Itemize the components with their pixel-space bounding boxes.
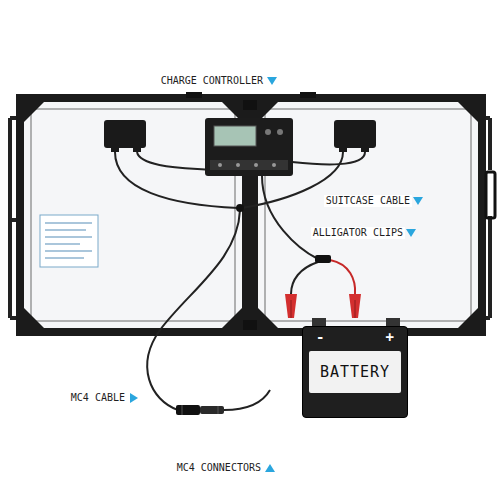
junction-box-part bbox=[111, 146, 119, 152]
cable-part bbox=[224, 390, 270, 410]
handle bbox=[486, 172, 495, 218]
cable-part bbox=[147, 210, 240, 410]
junction-box-part bbox=[339, 146, 347, 152]
mc4-connector bbox=[176, 405, 224, 415]
battery-label: BATTERY bbox=[313, 363, 397, 381]
plate-row: BATTERY bbox=[309, 351, 401, 393]
charge-controller-part bbox=[214, 126, 256, 146]
fuse-holder bbox=[315, 255, 331, 263]
part-label: ALLIGATOR CLIPS bbox=[311, 227, 405, 239]
part-label: MC4 CONNECTORS bbox=[175, 462, 263, 474]
charge-controller-part bbox=[272, 163, 276, 167]
cable-part bbox=[137, 152, 210, 170]
solar-panel-part bbox=[222, 308, 242, 328]
junction-box-part bbox=[104, 120, 146, 148]
cable-part bbox=[292, 152, 365, 164]
alligator-clip-part bbox=[285, 294, 297, 318]
charge-controller-part bbox=[265, 129, 271, 135]
alligator-clip bbox=[285, 294, 361, 318]
part-label: SUITCASE CABLE bbox=[324, 195, 412, 207]
terminals-row: -+ bbox=[303, 327, 407, 345]
hinge-part bbox=[243, 320, 257, 330]
hinge bbox=[186, 92, 316, 330]
charge-controller-part bbox=[236, 163, 240, 167]
battery-box: -+BATTERY bbox=[302, 326, 408, 418]
part-label: CHARGE CONTROLLER bbox=[159, 75, 265, 87]
kickstand-part bbox=[488, 216, 492, 318]
red-wire bbox=[330, 260, 355, 294]
callout-marker-part bbox=[267, 77, 277, 85]
hinge-part bbox=[186, 92, 202, 98]
charge-controller-part bbox=[205, 118, 293, 176]
callout-marker-part bbox=[130, 393, 138, 403]
junction-box-part bbox=[334, 120, 376, 148]
spec-sticker-part bbox=[45, 223, 92, 258]
alligator-clip-part bbox=[291, 300, 292, 318]
charge-controller-part bbox=[218, 163, 222, 167]
junction-box-part bbox=[361, 146, 369, 152]
solar-panel-part bbox=[31, 109, 235, 321]
cable-part bbox=[291, 262, 318, 294]
y-splitter bbox=[236, 204, 244, 212]
alligator-clip-part bbox=[349, 294, 361, 318]
charge-controller-part bbox=[210, 160, 288, 170]
callout-marker-part bbox=[406, 229, 416, 237]
junction-box-part bbox=[133, 146, 141, 152]
terminal-sign: + bbox=[386, 329, 394, 345]
charge-controller-part bbox=[277, 129, 283, 135]
junction-box bbox=[334, 120, 376, 152]
alligator-clip-part bbox=[355, 300, 356, 318]
callout-marker bbox=[130, 77, 423, 472]
kickstand-part bbox=[488, 118, 492, 170]
mc4-connector-part bbox=[182, 405, 218, 415]
hinge-part bbox=[300, 92, 316, 98]
mc4-connector-part bbox=[200, 406, 224, 414]
callout-marker-part bbox=[265, 464, 275, 472]
junction-box bbox=[104, 120, 146, 152]
cable-part bbox=[262, 176, 318, 259]
solar-panel-part bbox=[265, 109, 471, 321]
solar-panel-part bbox=[458, 102, 478, 122]
solar-panel-part bbox=[24, 308, 44, 328]
part-label: MC4 CABLE bbox=[69, 392, 127, 404]
callout-marker-part bbox=[413, 197, 423, 205]
hinge-part bbox=[243, 100, 257, 110]
spec-sticker bbox=[40, 215, 98, 267]
charge-controller-part bbox=[254, 163, 258, 167]
mc4-connector-part bbox=[176, 405, 200, 415]
solar-panel-part bbox=[458, 308, 478, 328]
spec-sticker-part bbox=[40, 215, 98, 267]
charge-controller bbox=[205, 118, 293, 176]
solar-panel-part bbox=[24, 102, 44, 122]
solar-panel-part bbox=[258, 308, 278, 328]
terminal-sign: - bbox=[316, 329, 324, 345]
